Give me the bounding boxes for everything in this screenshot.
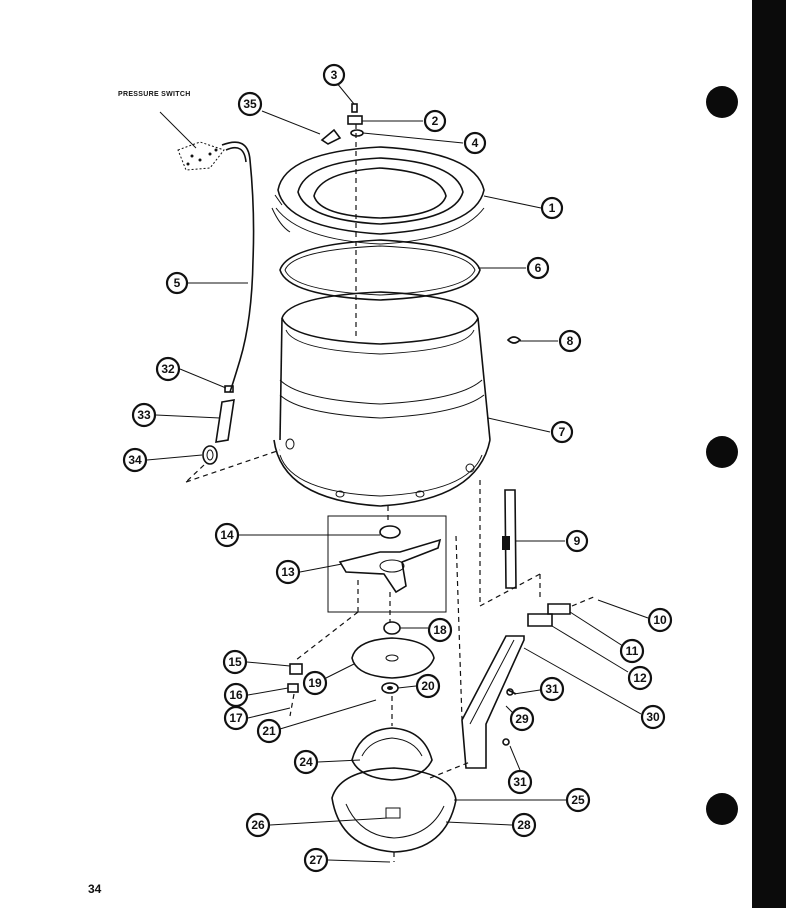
page-number: 34 — [88, 882, 102, 896]
callout-label: 12 — [633, 671, 647, 685]
callout-label: 28 — [517, 818, 531, 832]
callout-c6: 6 — [526, 256, 550, 280]
callout-c32: 32 — [155, 356, 181, 382]
callout-c33: 33 — [131, 402, 157, 428]
callout-c15: 15 — [222, 649, 248, 675]
callout-c31a: 31 — [539, 676, 565, 702]
callout-label: 18 — [433, 623, 447, 637]
callout-label: 26 — [251, 818, 265, 832]
callout-c28: 28 — [511, 812, 537, 838]
callout-label: 3 — [331, 68, 338, 82]
callout-label: 32 — [161, 362, 175, 376]
callout-label: 31 — [545, 682, 559, 696]
callout-c31b: 31 — [507, 769, 533, 795]
callout-c18: 18 — [427, 617, 453, 643]
callout-label: 1 — [549, 201, 556, 215]
callout-c17: 17 — [223, 705, 249, 731]
callout-c5: 5 — [165, 271, 189, 295]
callout-label: 7 — [559, 425, 566, 439]
callout-label: 25 — [571, 793, 585, 807]
callout-c1: 1 — [540, 196, 564, 220]
callout-label: 17 — [229, 711, 243, 725]
callout-label: 5 — [174, 276, 181, 290]
callout-label: 11 — [626, 644, 639, 658]
callout-c4: 4 — [463, 131, 487, 155]
binder-hole-middle — [706, 436, 738, 468]
pressure-switch-part — [159, 111, 225, 171]
callout-c11: 11 — [619, 638, 645, 664]
callout-c29: 30 — [640, 704, 666, 730]
callout-label: 29 — [515, 712, 529, 726]
callout-c20: 20 — [415, 673, 441, 699]
callout-label: 10 — [653, 613, 667, 627]
callout-c16: 16 — [223, 682, 249, 708]
callout-label: 34 — [128, 453, 142, 467]
callout-label: 9 — [574, 534, 581, 548]
callout-c2: 2 — [423, 109, 447, 133]
pressure-switch-heading: PRESSURE SWITCH — [118, 91, 191, 98]
callout-label: 2 — [432, 114, 439, 128]
callout-c9: 9 — [565, 529, 589, 553]
callout-label: 31 — [513, 775, 527, 789]
callout-c14: 14 — [214, 522, 240, 548]
callout-label: 6 — [535, 261, 542, 275]
callout-label: 14 — [220, 528, 234, 542]
binder-edge-strip — [752, 0, 786, 908]
callout-c19: 19 — [302, 670, 328, 696]
tub-gasket — [279, 239, 481, 301]
callout-c35: 35 — [237, 91, 263, 117]
callout-label: 19 — [308, 676, 322, 690]
drive-assembly-box — [327, 515, 447, 613]
transmission-and-base — [331, 727, 457, 862]
pressure-hose-assembly — [185, 141, 281, 483]
frame-bracket — [461, 480, 597, 769]
callout-c27: 27 — [303, 847, 329, 873]
callout-label: 13 — [281, 565, 295, 579]
assembly-centerlines — [295, 124, 471, 779]
callout-label: 35 — [243, 97, 257, 111]
callout-c7: 7 — [550, 420, 574, 444]
callout-c10: 10 — [647, 607, 673, 633]
clip-parts — [287, 663, 303, 717]
binder-hole-top — [706, 86, 738, 118]
callout-label: 4 — [472, 136, 479, 150]
callout-label: 16 — [229, 688, 243, 702]
callout-leaders — [146, 81, 649, 863]
callout-label: 33 — [137, 408, 151, 422]
callout-label: 27 — [309, 853, 323, 867]
callout-c34: 34 — [122, 447, 148, 473]
outer-tub — [273, 291, 491, 507]
callout-label: 15 — [228, 655, 242, 669]
callout-c26: 26 — [245, 812, 271, 838]
callout-c13: 13 — [275, 559, 301, 585]
callout-label: 21 — [262, 724, 276, 738]
callout-c8: 8 — [558, 329, 582, 353]
callout-label: 24 — [299, 755, 313, 769]
callout-c21: 21 — [256, 718, 282, 744]
callout-c25: 25 — [565, 787, 591, 813]
callout-label: 20 — [421, 679, 435, 693]
binder-hole-bottom — [706, 793, 738, 825]
callout-c12: 12 — [627, 665, 653, 691]
callout-c24: 24 — [293, 749, 319, 775]
small-hardware — [320, 103, 522, 344]
tub-top-ring — [271, 146, 485, 245]
callout-c30: 29 — [509, 706, 535, 732]
callout-label: 30 — [646, 710, 660, 724]
callout-c3: 3 — [322, 63, 346, 87]
callout-label: 8 — [567, 334, 574, 348]
